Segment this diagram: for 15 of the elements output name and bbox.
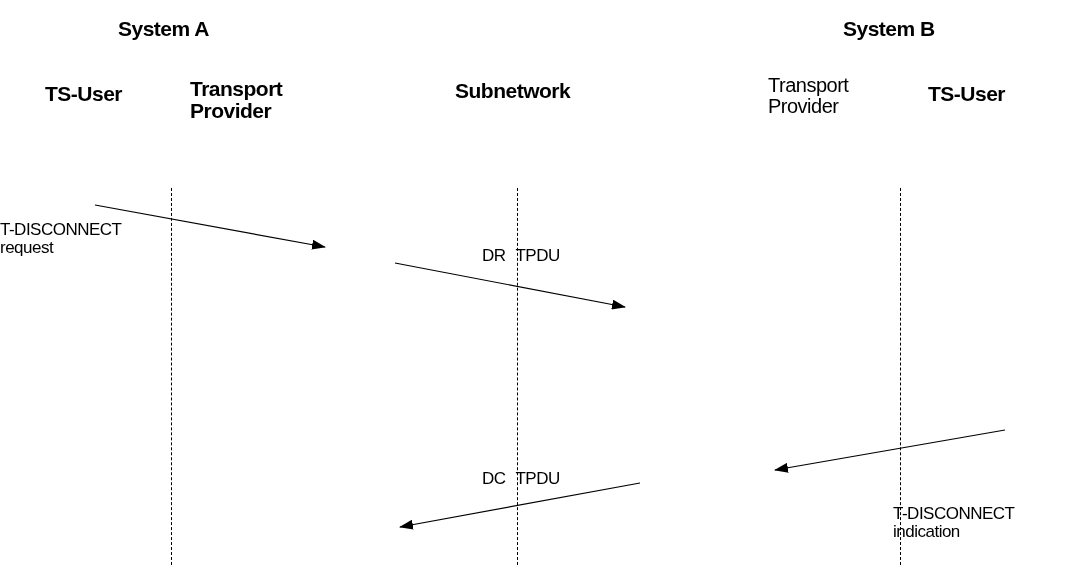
primitive-label: T-DISCONNECT request (0, 221, 123, 257)
system-heading: System B (843, 18, 936, 41)
message-arrow (94, 204, 326, 250)
system-heading: System A (118, 18, 210, 41)
edge-label: DC TPDU (482, 470, 560, 488)
lifeline-heading: Transport Provider (190, 78, 284, 123)
primitive-label: T-DISCONNECT indication (893, 505, 1016, 541)
edge-label: DR TPDU (482, 247, 560, 265)
message-arrow (399, 482, 641, 530)
message-arrow (774, 429, 1006, 473)
lifeline-heading: TS-User (928, 83, 1007, 106)
lifeline-heading: TS-User (45, 83, 124, 106)
lifeline-heading: Transport Provider (768, 75, 850, 117)
message-arrow (394, 262, 626, 310)
lifeline-heading: Subnetwork (455, 80, 572, 103)
